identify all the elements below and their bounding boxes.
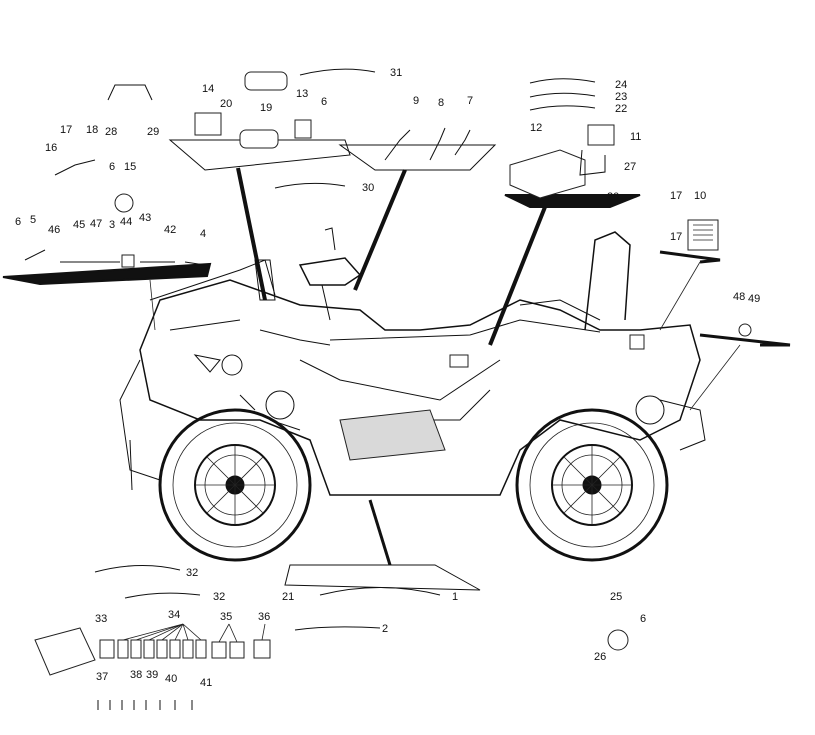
callout-46: 46 [48,224,60,236]
callout-7: 7 [467,95,473,107]
callout-6b: 6 [109,161,115,173]
callout-14: 14 [202,83,214,95]
callout-30: 30 [362,182,374,194]
callout-6c: 6 [321,96,327,108]
callout-11: 11 [630,131,641,143]
callout-43: 43 [139,212,151,224]
callout-1: 1 [452,591,458,603]
callout-41: 41 [200,677,212,689]
parts [24,68,752,710]
callout-17c: 17 [670,231,682,243]
callout-32a: 32 [186,567,198,579]
callout-40: 40 [165,673,177,685]
callout-18: 18 [86,124,98,136]
callout-37: 37 [96,671,108,683]
callout-15: 15 [124,161,136,173]
rear-wheel [515,408,669,562]
callout-19: 19 [260,102,272,114]
callout-38: 38 [130,669,142,681]
callout-31: 31 [390,67,402,79]
callout-4: 4 [200,228,206,240]
callout-22: 22 [615,103,627,115]
callout-3: 3 [109,219,115,231]
callout-17b: 17 [670,190,682,202]
callout-42: 42 [164,224,176,236]
callout-20b: 20 [607,191,619,203]
callout-33: 33 [95,613,107,625]
callout-9: 9 [413,95,419,107]
callout-17a: 17 [60,124,72,136]
callout-labels: 1 2 3 4 5 6 6 6 6 7 8 9 10 11 12 13 14 1… [15,67,760,689]
atv-vehicle [119,227,706,562]
callout-25: 25 [610,591,622,603]
callout-13: 13 [296,88,308,100]
callout-20a: 20 [220,98,232,110]
callout-45: 45 [73,219,85,231]
callout-24: 24 [615,79,627,91]
callout-32b: 32 [213,591,225,603]
callout-21: 21 [282,591,294,603]
callout-27: 27 [624,161,636,173]
callout-26: 26 [594,651,606,663]
callout-44: 44 [120,216,132,228]
callout-23: 23 [615,91,627,103]
callout-6a: 6 [15,216,21,228]
callout-34: 34 [168,609,180,621]
callout-35: 35 [220,611,232,623]
callout-47: 47 [90,218,102,230]
callout-49: 49 [748,293,760,305]
callout-28: 28 [105,126,117,138]
callout-5: 5 [30,214,36,226]
callout-10: 10 [694,190,706,202]
callout-6d: 6 [640,613,646,625]
callout-8: 8 [438,97,444,109]
callout-39: 39 [146,669,158,681]
callout-16: 16 [45,142,57,154]
callout-12: 12 [530,122,542,134]
front-wheel [158,408,312,562]
fuse-row [99,639,271,659]
callout-48: 48 [733,291,745,303]
leader-lines [2,139,791,591]
callout-2: 2 [382,623,388,635]
callout-36: 36 [258,611,270,623]
callout-29: 29 [147,126,159,138]
